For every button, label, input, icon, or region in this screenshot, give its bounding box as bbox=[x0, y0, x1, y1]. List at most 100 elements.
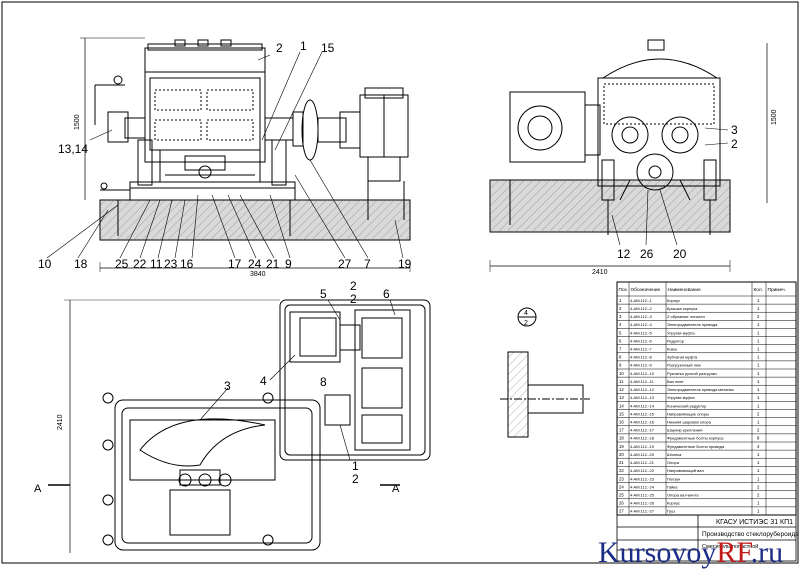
detail-view bbox=[500, 307, 590, 438]
spec-cell-code: 4-АМ.112.-4 bbox=[630, 322, 652, 327]
watermark-suffix: .ru bbox=[750, 536, 784, 569]
spec-cell-code: 4-АМ.112.-23 bbox=[630, 476, 655, 481]
spec-cell-name: Z образные лопасти bbox=[667, 314, 705, 319]
plan-height-dim: 2410 bbox=[57, 414, 64, 430]
spec-cell-pos: 11 bbox=[619, 379, 624, 384]
front-view bbox=[46, 37, 411, 272]
spec-cell-code: 4-АМ.112.-18 bbox=[630, 436, 655, 441]
detail-label-top: 4 bbox=[524, 310, 528, 317]
spec-cell-code: 4-АМ.112.-12 bbox=[630, 387, 655, 392]
spec-cell-code: 4-АМ.112.-21 bbox=[630, 460, 655, 465]
callout-19: 19 bbox=[398, 257, 412, 271]
spec-cell-pos: 3 bbox=[619, 314, 622, 319]
spec-cell-name: Ползун bbox=[667, 476, 680, 481]
spec-cell-code: 4-АМ.112.-10 bbox=[630, 371, 655, 376]
plan-view bbox=[48, 299, 431, 553]
spec-cell-name: Редуктор bbox=[667, 338, 685, 343]
spec-cell-name: Корпус bbox=[667, 298, 680, 303]
spec-cell-pos: 7 bbox=[619, 347, 622, 352]
callout-24: 24 bbox=[248, 257, 262, 271]
spec-cell-pos: 5 bbox=[619, 330, 622, 335]
spec-cell-code: 4-АМ.112.-20 bbox=[630, 452, 655, 457]
spec-cell-qty: 1 bbox=[757, 468, 760, 473]
spec-cell-qty: 2 bbox=[757, 428, 760, 433]
callout-21: 21 bbox=[266, 257, 280, 271]
spec-cell-code: 4-АМ.112.-9 bbox=[630, 363, 652, 368]
callout-13-14: 13,14 bbox=[58, 142, 88, 156]
spec-cell-qty: 2 bbox=[757, 411, 760, 416]
spec-cell-code: 4-АМ.112.-6 bbox=[630, 338, 652, 343]
spec-cell-pos: 13 bbox=[619, 395, 624, 400]
plan-callout-2a: 2 bbox=[350, 279, 357, 293]
spec-cell-name: Фундаментные болты корпуса bbox=[667, 436, 724, 441]
spec-cell-qty: 1 bbox=[757, 322, 760, 327]
spec-header: Обозначение bbox=[631, 287, 661, 293]
plan-callout-6: 6 bbox=[383, 287, 390, 301]
spec-cell-qty: 1 bbox=[757, 452, 760, 457]
spec-cell-pos: 2 bbox=[619, 306, 622, 311]
spec-cell-pos: 24 bbox=[619, 484, 624, 489]
spec-cell-code: 4-АМ.112.-15 bbox=[630, 411, 655, 416]
spec-cell-code: 4-АМ.112.-5 bbox=[630, 330, 652, 335]
spec-cell-pos: 9 bbox=[619, 363, 622, 368]
spec-cell-qty: 2 bbox=[757, 493, 760, 498]
spec-cell-qty: 1 bbox=[757, 501, 760, 506]
spec-cell-name: Гайка bbox=[667, 484, 678, 489]
spec-cell-pos: 22 bbox=[619, 468, 624, 473]
title-block bbox=[616, 514, 797, 562]
detail-label-bottom: 2 bbox=[524, 320, 528, 327]
spec-cell-name: Упругая муфта bbox=[667, 330, 695, 335]
spec-cell-name: Зубчатая муфта bbox=[667, 355, 698, 360]
callout-22: 22 bbox=[133, 257, 147, 271]
side-view bbox=[489, 39, 768, 272]
spec-cell-name: Упругая муфта bbox=[667, 395, 695, 400]
spec-cell-code: 4-АМ.112.-8 bbox=[630, 355, 652, 360]
watermark-main: Kursovoy bbox=[598, 536, 717, 569]
spec-cell-qty: 1 bbox=[757, 306, 760, 311]
spec-cell-code: 4-АМ.112.-7 bbox=[630, 347, 652, 352]
spec-cell-code: 4-АМ.112.-14 bbox=[630, 403, 655, 408]
spec-cell-code: 4-АМ.112.-25 bbox=[630, 493, 655, 498]
spec-cell-name: Фундаментные болты привода bbox=[667, 444, 725, 449]
spec-cell-name: Ковш bbox=[667, 347, 677, 352]
plan-callout-2b: 2 bbox=[350, 292, 357, 306]
spec-cell-qty: 1 bbox=[757, 420, 760, 425]
spec-cell-qty: 1 bbox=[757, 298, 760, 303]
side-callouts: 3 2 12 26 20 bbox=[617, 123, 738, 261]
spec-cell-pos: 20 bbox=[619, 452, 624, 457]
spec-cell-qty: 1 bbox=[757, 330, 760, 335]
spec-cell-pos: 4 bbox=[619, 322, 622, 327]
spec-cell-name: Направляющие опоры bbox=[667, 411, 709, 416]
spec-cell-pos: 16 bbox=[619, 420, 624, 425]
spec-cell-name: Электродвигатель привода механиз bbox=[667, 387, 734, 392]
spec-cell-name: Опора вал-винта bbox=[667, 493, 699, 498]
spec-cell-pos: 15 bbox=[619, 411, 624, 416]
spec-cell-qty: 8 bbox=[757, 436, 760, 441]
spec-cell-name: Направляющий вал bbox=[667, 468, 704, 473]
front-width-dim: 3840 bbox=[250, 271, 266, 278]
callout-9: 9 bbox=[285, 257, 292, 271]
spec-cell-name: Разгрузочный люк bbox=[667, 363, 701, 368]
spec-cell-name: Вал винт bbox=[667, 379, 684, 384]
spec-cell-code: 4-АМ.112.-2 bbox=[630, 306, 652, 311]
spec-cell-name: Конический редуктор bbox=[667, 403, 707, 408]
spec-cell-pos: 8 bbox=[619, 355, 622, 360]
callout-1: 1 bbox=[300, 39, 307, 53]
callout-27: 27 bbox=[338, 257, 352, 271]
callout-11: 11 bbox=[150, 257, 163, 271]
spec-cell-qty: 1 bbox=[757, 387, 760, 392]
spec-cell-pos: 27 bbox=[619, 509, 624, 514]
spec-cell-pos: 6 bbox=[619, 338, 622, 343]
watermark-accent: RF bbox=[716, 536, 751, 569]
spec-cell-qty: 1 bbox=[757, 355, 760, 360]
plan-callout-5: 5 bbox=[320, 287, 327, 301]
spec-header: Поз bbox=[619, 287, 628, 293]
callout-7: 7 bbox=[364, 257, 371, 271]
spec-cell-code: 4-АМ.112.-3 bbox=[630, 314, 652, 319]
side-height-dim: 1500 bbox=[771, 109, 778, 125]
plan-callouts: 5 2 2 6 4 3 8 1 2 bbox=[224, 279, 390, 486]
spec-cell-code: 4-АМ.112.-13 bbox=[630, 395, 655, 400]
side-callout-3: 3 bbox=[731, 123, 738, 137]
